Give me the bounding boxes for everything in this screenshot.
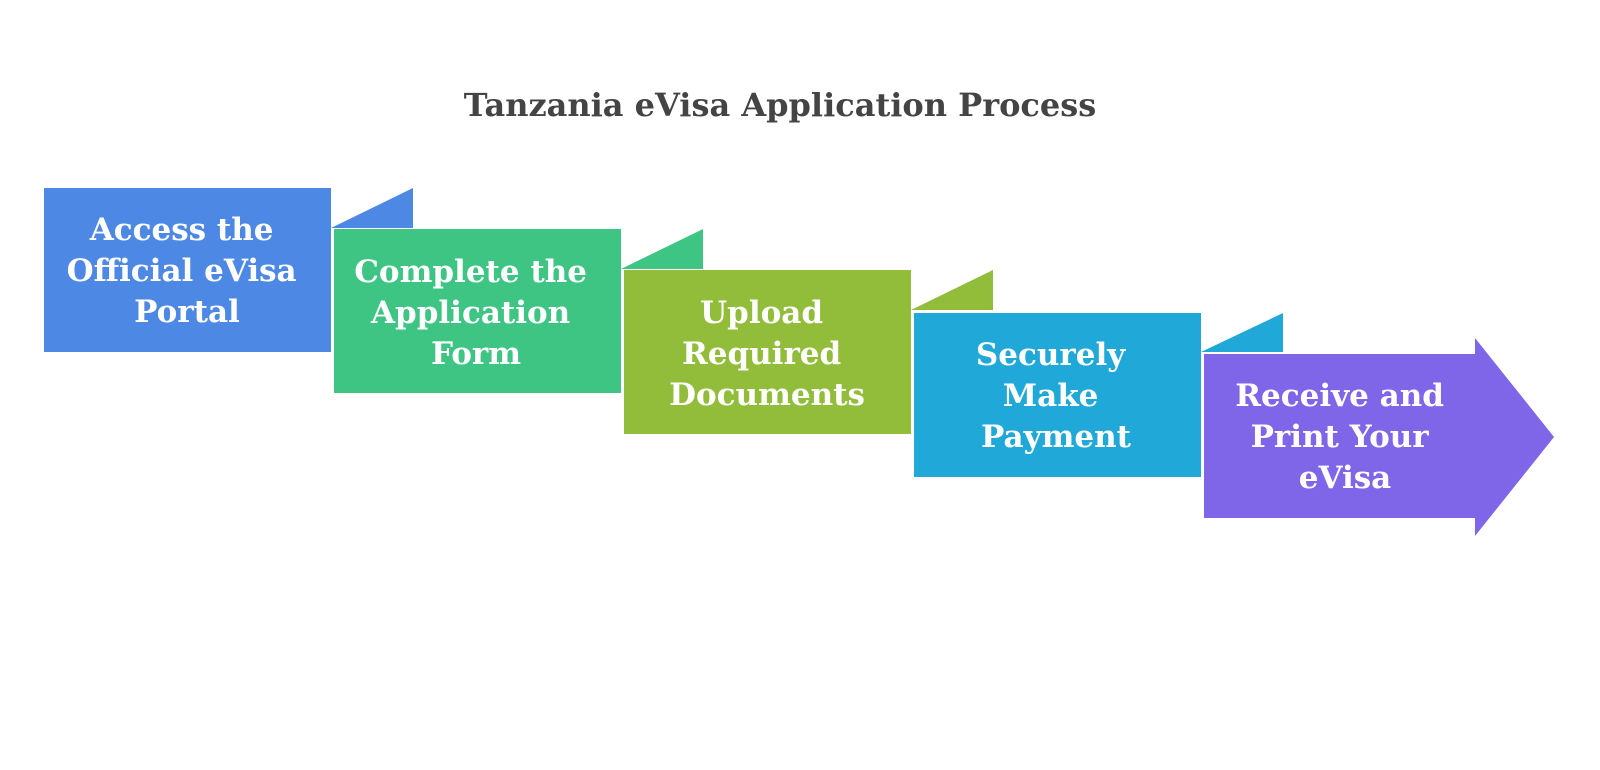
step-1-line-2: Official eVisa [67,253,297,289]
step-4: Securely Make Payment [914,313,1283,477]
step-5-arrow [1204,338,1554,536]
step-3-line-3: Documents [669,377,865,413]
step-3: Upload Required Documents [624,270,993,434]
step-5-line-3: eVisa [1299,460,1392,496]
step-2-line-2: Application [370,295,570,331]
step-2-line-3: Form [431,336,521,372]
step-2-box [334,229,621,393]
step-1: Access the Official eVisa Portal [44,188,413,352]
step-1-box [44,188,331,352]
step-3-line-2: Required [682,336,841,372]
step-5-line-2: Print Your [1251,419,1430,455]
step-3-line-1: Upload [700,295,823,331]
step-4-label: Securely Make Payment [976,337,1136,455]
step-4-line-2: Make [1003,378,1099,414]
step-4-line-3: Payment [981,419,1132,455]
step-1-label: Access the Official eVisa Portal [67,212,308,330]
diagram-title: Tanzania eVisa Application Process [464,86,1097,124]
step-1-line-1: Access the [89,212,274,248]
step-1-flap [331,188,413,228]
step-1-line-3: Portal [134,294,240,330]
step-2-label: Complete the Application Form [354,254,598,372]
step-3-label: Upload Required Documents [669,295,865,413]
step-2-line-1: Complete the [354,254,587,290]
step-4-flap [1201,313,1283,352]
step-2-flap [621,229,703,269]
step-2: Complete the Application Form [334,229,703,393]
step-5-label: Receive and Print Your eVisa [1235,378,1455,496]
step-4-line-1: Securely [976,337,1126,373]
step-3-box [624,270,911,434]
step-5-line-1: Receive and [1235,378,1444,414]
step-3-flap [911,270,993,310]
step-4-box [914,313,1201,477]
step-5: Receive and Print Your eVisa [1204,338,1554,536]
